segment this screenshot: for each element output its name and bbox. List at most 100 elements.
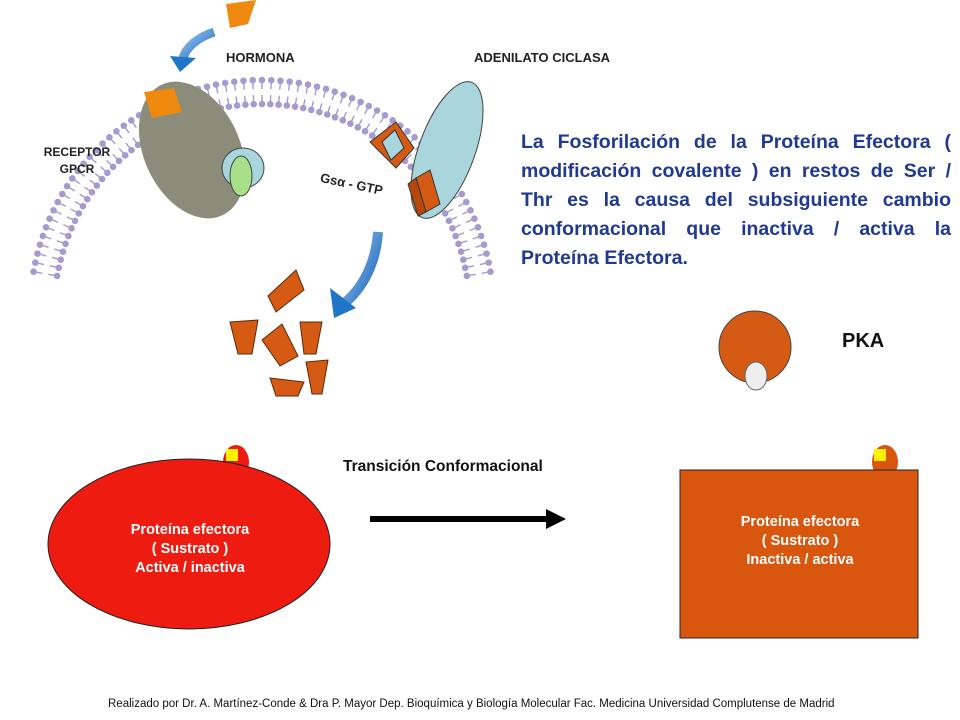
- lipid-tail: [242, 80, 245, 90]
- receptor-label-line2: GPCR: [59, 162, 95, 176]
- camp-molecules: [229, 269, 329, 397]
- right-protein-line3: Inactiva / activa: [746, 552, 854, 568]
- phosphate-group-right: [874, 449, 886, 461]
- lipid-tail: [286, 96, 289, 106]
- lipid-tail: [448, 216, 458, 222]
- transition-arrow-head: [546, 509, 566, 529]
- lipid-tail: [326, 105, 331, 115]
- lipid-tail: [404, 153, 412, 162]
- receptor-label: RECEPTOR GPCR: [40, 144, 114, 178]
- camp-arrow-head: [330, 288, 356, 318]
- lipid-head: [212, 81, 220, 88]
- lipid-tail: [51, 256, 61, 261]
- lipid-tail: [277, 95, 280, 105]
- lipid-tail: [455, 232, 465, 237]
- lipid-tail: [226, 97, 230, 107]
- lipid-tail: [302, 99, 306, 109]
- lipid-tail: [49, 218, 59, 223]
- lipid-tail: [444, 208, 454, 215]
- lipid-tail: [357, 119, 363, 128]
- active-protein-label: Proteína efectora ( Sustrato ) Activa / …: [80, 521, 300, 578]
- hormone-arrow: [178, 27, 216, 60]
- lipid-tail: [371, 127, 378, 136]
- lipid-tail: [296, 82, 300, 92]
- pka-label: PKA: [842, 330, 885, 352]
- gtp-molecule: [381, 129, 405, 161]
- g-protein-subunit-small: [229, 155, 253, 197]
- lipid-tail: [53, 209, 62, 215]
- lipid-tail: [244, 95, 247, 105]
- lipid-tail: [462, 209, 471, 215]
- lipid-tail: [57, 201, 66, 207]
- lipid-tail: [387, 119, 394, 129]
- phosphorylation-explanation: La Fosforilación de la Proteína Efectora…: [521, 131, 951, 269]
- lipid-tail: [475, 244, 485, 249]
- lipid-tail: [465, 265, 475, 269]
- lipid-tail: [42, 235, 52, 240]
- left-protein-line1: Proteína efectora: [130, 522, 250, 538]
- lipid-tail: [294, 97, 298, 107]
- lipid-tail: [458, 240, 468, 245]
- lipid-tail: [94, 172, 103, 180]
- lipid-tail: [463, 256, 473, 261]
- lipid-tail: [35, 261, 45, 266]
- atp-block-face: [407, 177, 427, 217]
- protein-active: [47, 458, 331, 630]
- lipid-tail: [108, 136, 116, 145]
- lipid-tail: [74, 201, 84, 207]
- pka-binding-site: [744, 361, 768, 391]
- lipid-tail: [132, 137, 139, 146]
- lipid-tail: [83, 163, 91, 171]
- lipid-tail: [347, 97, 353, 107]
- lipid-tail: [206, 86, 210, 96]
- lipid-tail: [56, 240, 66, 245]
- lipid-tail: [45, 226, 55, 232]
- lipid-tail: [472, 235, 482, 240]
- lipid-tail: [79, 193, 88, 200]
- lipid-tail: [77, 170, 86, 178]
- lipid-tail: [342, 111, 347, 121]
- lipid-head: [348, 94, 356, 102]
- lipid-head: [467, 206, 474, 214]
- lipid-tail: [481, 271, 491, 274]
- lipid-tail: [322, 88, 327, 98]
- lipid-head: [477, 232, 485, 240]
- lipid-tail: [84, 186, 93, 193]
- lipid-tail: [118, 148, 126, 156]
- lipid-tail: [379, 114, 386, 124]
- lipid-tail: [49, 265, 59, 269]
- lipid-head: [313, 83, 321, 90]
- lipid-tail: [66, 185, 76, 192]
- lipid-tail: [125, 142, 133, 151]
- lipid-tail: [452, 224, 461, 229]
- lipid-tail: [112, 153, 120, 162]
- lipid-tail: [48, 273, 58, 277]
- lipid-tail: [458, 201, 467, 207]
- lipid-tail: [233, 81, 237, 91]
- camp-piece: [267, 269, 305, 313]
- lipid-tail: [364, 105, 370, 115]
- lipid-head: [57, 256, 64, 263]
- lipid-head: [373, 107, 381, 114]
- lipid-head: [304, 81, 312, 88]
- lipid-head: [267, 76, 275, 84]
- lipid-tail: [349, 115, 355, 125]
- camp-piece: [305, 359, 329, 395]
- lipid-tail: [61, 193, 71, 200]
- lipid-tail: [100, 166, 108, 174]
- lipid-tail: [54, 248, 64, 253]
- transition-label: Transición Conformacional: [343, 458, 543, 475]
- lipid-tail: [287, 81, 291, 91]
- lipid-tail: [102, 143, 110, 151]
- lipid-tail: [215, 84, 219, 94]
- lipid-tail: [33, 271, 43, 274]
- lipid-head: [340, 91, 347, 99]
- lipid-head: [460, 256, 467, 263]
- lipid-tail: [334, 108, 339, 118]
- camp-piece: [269, 377, 305, 397]
- lipid-tail: [63, 224, 72, 229]
- lipid-tail: [66, 216, 76, 222]
- left-protein-line3: Activa / inactiva: [135, 560, 245, 576]
- lipid-tail: [314, 86, 318, 96]
